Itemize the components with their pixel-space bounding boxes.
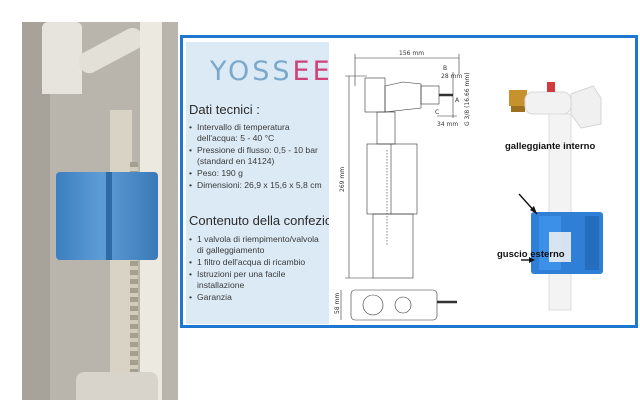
dim-c-value: 34 mm: [437, 121, 458, 128]
list-item: 1 valvola di riempimento/valvola di gall…: [189, 234, 321, 256]
red-cap: [547, 82, 555, 92]
list-item: Dimensioni: 26,9 x 15,6 x 5,8 cm: [189, 180, 325, 191]
dim-a: A: [455, 97, 460, 104]
callout-inner: galleggiante interno: [505, 141, 596, 152]
list-item: Intervallo di temperatura dell'acqua: 5 …: [189, 122, 325, 144]
valve-base: [76, 372, 158, 400]
valve-head: [524, 91, 572, 115]
inlet-fitting: [42, 22, 82, 94]
brand-logo: YOSSEE: [210, 56, 329, 87]
shell-side: [585, 216, 599, 270]
callout-outer: guscio esterno: [497, 249, 565, 260]
dim-bottom: 58 mm: [334, 293, 341, 314]
list-item: 1 filtro dell'acqua di ricambio: [189, 257, 321, 268]
dim-height: 269 mm: [339, 167, 346, 192]
valve-arm: [74, 24, 147, 77]
spec-panel: YOSSEE Dati tecnici : Intervallo di temp…: [186, 42, 329, 324]
brass-inlet: [509, 90, 527, 106]
arrow-inner-head: [530, 206, 537, 214]
technical-drawing: 156 mm B 28 mm A G 3/8 (16.66 mm) C 34 m…: [334, 50, 471, 321]
list-item: Garanzia: [189, 292, 321, 303]
dim-thread: G 3/8 (16.66 mm): [464, 72, 471, 126]
dim-c: C: [435, 109, 439, 116]
dim-width: 156 mm: [399, 50, 424, 57]
list-item: Pressione di flusso: 0,5 - 10 bar (stand…: [189, 145, 325, 167]
list-item: Istruzioni per una facile installazione: [189, 269, 321, 291]
product-card: YOSSEE Dati tecnici : Intervallo di temp…: [180, 35, 638, 328]
threaded-rod: [130, 162, 138, 392]
dim-d: 28 mm: [441, 73, 462, 80]
specs-title: Dati tecnici :: [189, 102, 260, 117]
specs-list: Intervallo di temperatura dell'acqua: 5 …: [189, 122, 325, 192]
product-render: [509, 82, 603, 311]
installed-valve-photo: [22, 22, 178, 400]
contents-list: 1 valvola di riempimento/valvola di gall…: [189, 234, 321, 304]
lever-housing: [570, 85, 602, 129]
brass-thread: [511, 106, 525, 112]
float-seam: [106, 172, 112, 260]
dim-b: B: [443, 65, 447, 72]
stem-through-float: [549, 232, 571, 262]
list-item: Peso: 190 g: [189, 168, 325, 179]
contents-title: Contenuto della confezione: [189, 213, 329, 228]
arrow-outer-head: [529, 257, 535, 263]
